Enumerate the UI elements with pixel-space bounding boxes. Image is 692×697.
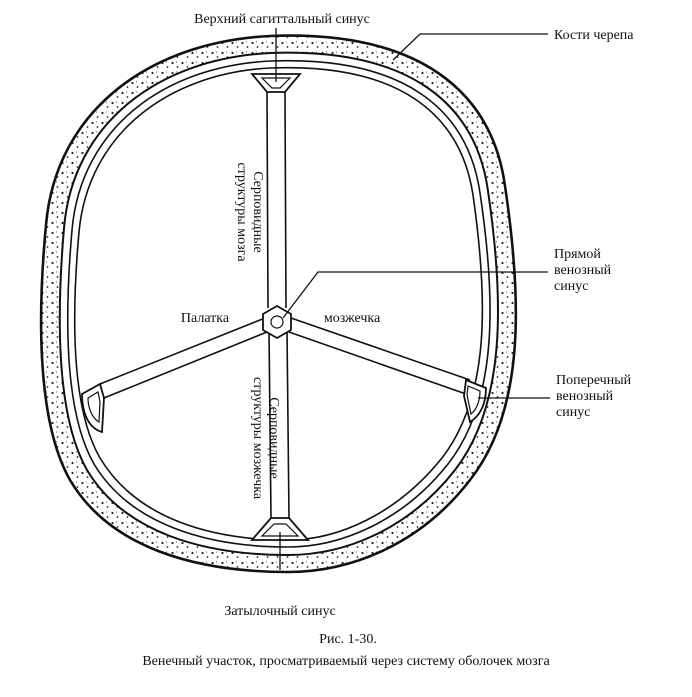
label-tentorium-right: мозжечка [324, 311, 381, 326]
label-falx-cerebri-line2: структуры мозга [234, 162, 249, 262]
leader-skull-bones [392, 33, 548, 61]
label-straight-sinus-line1: Прямой [554, 247, 601, 262]
label-transverse-sinus-line1: Поперечный [556, 373, 632, 388]
figure-caption: Венечный участок, просматриваемый через … [142, 654, 550, 669]
label-falx-cerebri-line1: Серповидные [250, 171, 265, 253]
label-falx-cerebelli-line2: структуры мозжечка [250, 377, 265, 500]
tentorium-left-arm [99, 317, 268, 399]
label-transverse-sinus-line2: венозный [556, 389, 614, 404]
superior-sagittal-sinus-shape [250, 73, 302, 93]
label-transverse-sinus-line3: синус [556, 405, 590, 420]
label-tentorium-left: Палатка [181, 311, 230, 326]
label-falx-cerebelli: Серповидные структуры мозжечка [250, 377, 281, 500]
figure-number: Рис. 1-30. [319, 632, 377, 647]
transverse-sinus-left-shape [81, 382, 105, 434]
label-occipital-sinus: Затылочный синус [224, 604, 335, 619]
tentorium-right-arm [288, 317, 471, 395]
leader-lines [275, 28, 550, 570]
label-skull-bones: Кости черепа [554, 28, 634, 43]
falx-cerebelli [268, 329, 290, 519]
label-superior-sagittal-sinus: Верхний сагиттальный синус [194, 12, 370, 27]
dura-layer [66, 59, 491, 548]
label-straight-sinus-line2: венозный [554, 263, 612, 278]
transverse-sinus-right-shape [463, 378, 487, 424]
occipital-sinus-shape [250, 517, 310, 541]
leader-straight-sinus [282, 271, 548, 319]
label-falx-cerebelli-line1: Серповидные [266, 397, 281, 479]
falx-cerebri [266, 91, 287, 309]
label-straight-sinus-line3: синус [554, 279, 588, 294]
straight-sinus-shape [262, 304, 292, 340]
label-falx-cerebri: Серповидные структуры мозга [234, 162, 265, 262]
